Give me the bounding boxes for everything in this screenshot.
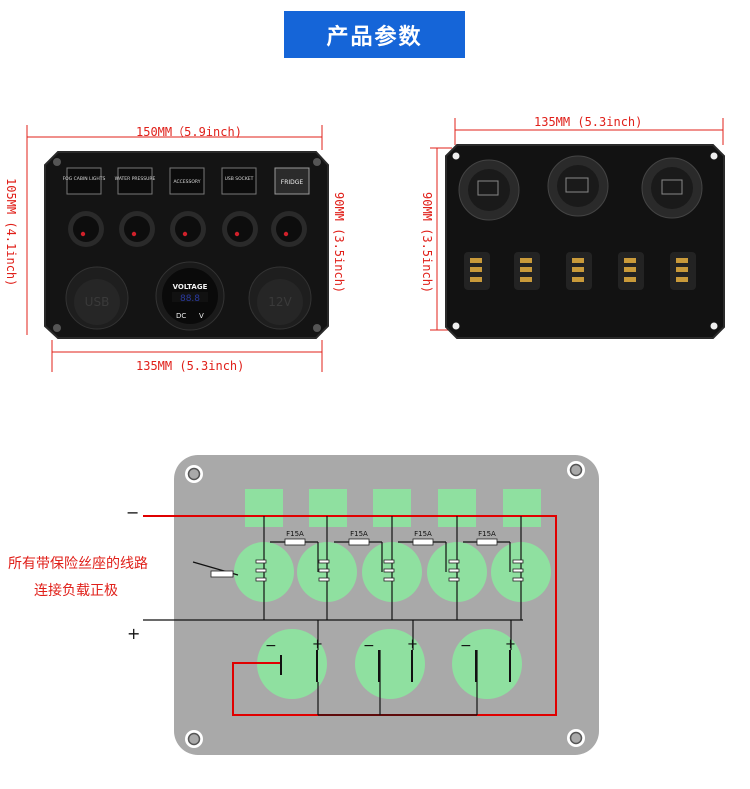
svg-text:12V: 12V (268, 295, 292, 309)
fuse-label-4: F15A (478, 530, 496, 538)
back-panel (430, 118, 725, 339)
section-title: 产品参数 (326, 24, 423, 50)
front-width-label: 150MM（5.9inch) (136, 125, 242, 139)
switch-label-4: USB SOCKET (225, 176, 254, 182)
cigarette-socket: 12V (248, 266, 312, 330)
switch-label-2: WATER PRESSURE (115, 176, 156, 182)
socket-terminal-circles (257, 629, 522, 699)
front-bottom-width-label: 135MM (5.3inch) (136, 359, 245, 373)
svg-text:USB: USB (85, 295, 110, 309)
wiring-diagram: F15A F15A F15A F15A − + − + − + (143, 455, 599, 755)
svg-text:+: + (407, 637, 418, 652)
switch-blades (255, 559, 524, 582)
front-height-right-label: 90MM (3.5inch) (332, 192, 346, 294)
switch-label-1: FOG CABIN LIGHTS (63, 176, 106, 182)
fuse-label-3: F15A (414, 530, 432, 538)
svg-text:+: + (505, 637, 516, 652)
plate-screws (185, 461, 585, 748)
voltmeter-v: V (199, 312, 204, 320)
switch-label-plates: FOG CABIN LIGHTS WATER PRESSURE ACCESSOR… (63, 167, 310, 195)
positive-sign: + (127, 624, 141, 643)
voltmeter: VOLTAGE 88.8 DC V (155, 261, 225, 331)
fuse-label-2: F15A (350, 530, 368, 538)
back-switch-terminals (464, 252, 696, 290)
fuse-holders: F15A F15A F15A F15A (210, 530, 498, 578)
back-width-label: 135MM (5.3inch) (534, 115, 643, 129)
svg-text:−: − (363, 638, 375, 654)
fuse-note-line2: 连接负载正极 (34, 583, 118, 599)
svg-text:−: − (265, 638, 277, 654)
front-height-left-label: 105MM (4.1inch) (4, 178, 18, 287)
svg-text:+: + (312, 637, 323, 652)
section-title-banner: 产品参数 (284, 11, 465, 58)
switch-label-3: ACCESSORY (174, 179, 201, 185)
voltmeter-dc: DC (176, 312, 186, 320)
switch-label-5: FRIDGE (281, 179, 304, 186)
fuse-label-1: F15A (286, 530, 304, 538)
front-panel: FOG CABIN LIGHTS WATER PRESSURE ACCESSOR… (26, 125, 329, 372)
fuse-note-line1: 所有带保险丝座的线路 (8, 556, 148, 572)
back-socket-housings (458, 155, 703, 221)
back-height-label: 90MM (3.5inch) (420, 192, 434, 294)
svg-text:88.8: 88.8 (180, 294, 200, 304)
voltmeter-title: VOLTAGE (173, 283, 208, 291)
svg-text:−: − (460, 638, 472, 654)
socket-polarity-marks: − + − + − + (265, 637, 516, 682)
usb-socket: USB (65, 266, 129, 330)
rocker-switches (68, 211, 307, 247)
negative-sign: − (126, 503, 140, 522)
